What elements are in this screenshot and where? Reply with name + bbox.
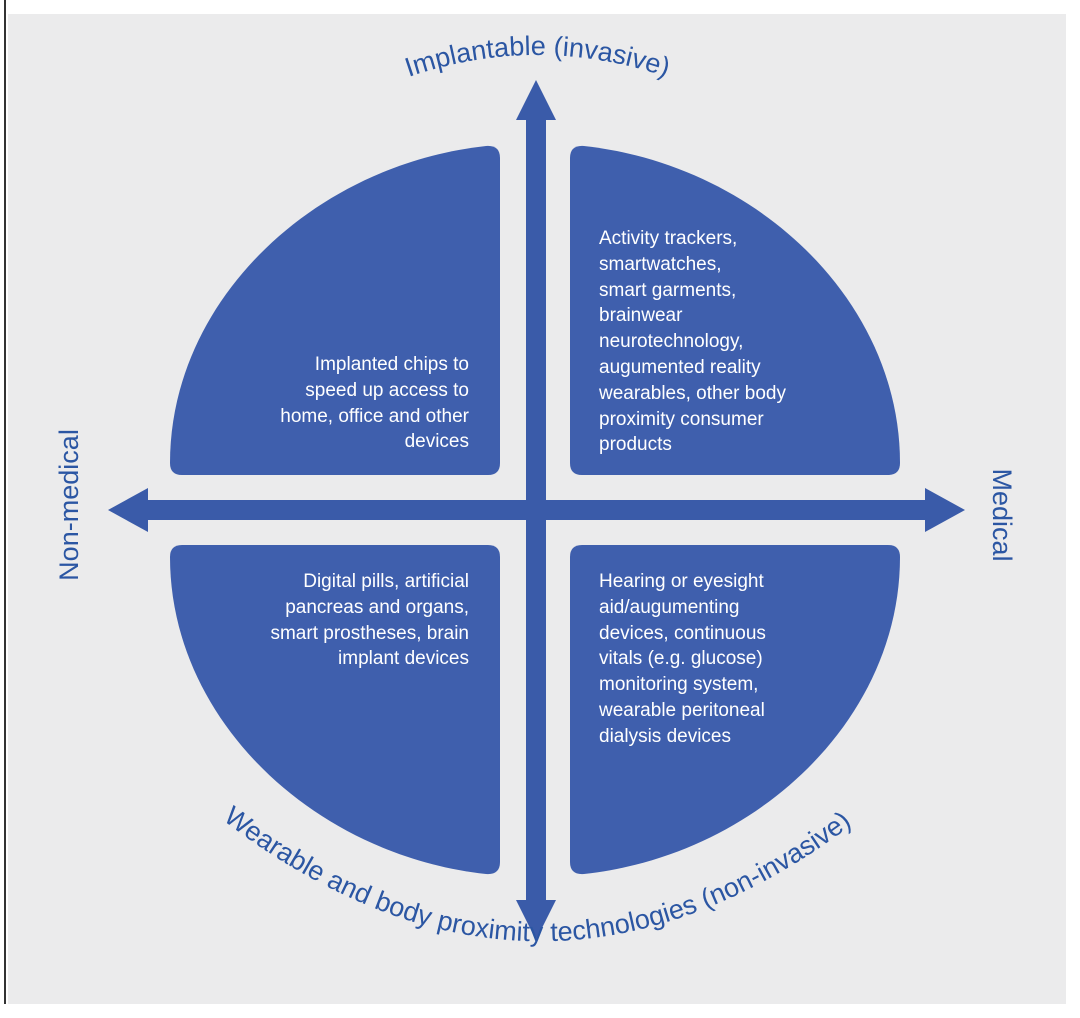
quadrant-text-line: smartwatches, xyxy=(599,253,722,275)
quadrant-text-line: smart garments, xyxy=(599,279,737,301)
quadrant-text-line: pancreas and organs, xyxy=(285,596,469,618)
quadrant-text-top-left: Implanted chips to speed up access to home… xyxy=(280,352,469,455)
quadrant-text-line: augumented reality xyxy=(599,356,761,378)
quadrant-text-line: smart prostheses, brain xyxy=(270,622,469,644)
quadrant-bottom-right xyxy=(570,545,900,875)
quadrant-text-line: wearable peritoneal xyxy=(599,699,765,721)
quadrant-text-line: Implanted chips to xyxy=(314,354,469,375)
quadrant-text-line: Hearing or eyesight xyxy=(599,571,764,592)
quadrant-text-top-right: Activity trackers, smartwatches, smart gar… xyxy=(599,226,786,458)
quadrant-text-line: proximity consumer xyxy=(599,408,764,430)
quadrant-top-left xyxy=(170,145,500,475)
quadrant-text-line: aid/augumenting xyxy=(599,596,740,618)
quadrant-text-line: vitals (e.g. glucose) xyxy=(599,648,763,670)
quadrant-top-right xyxy=(570,145,900,475)
quadrant-text-line: brainwear xyxy=(599,305,683,327)
axis-label-left: Non-medical xyxy=(54,429,84,581)
arrow-up xyxy=(516,80,556,120)
quadrant-text-line: products xyxy=(599,434,672,456)
quadrant-text-line: implant devices xyxy=(338,648,469,670)
quadrant-text-line: devices xyxy=(404,431,469,453)
quadrant-text-line: devices, continuous xyxy=(599,622,766,644)
quadrant-text-line: neurotechnology, xyxy=(599,331,744,353)
arrow-down xyxy=(516,900,556,940)
quadrant-text-line: Digital pills, artificial xyxy=(303,571,469,592)
quadrant-text-line: monitoring system, xyxy=(599,674,759,696)
quadrant-text-line: dialysis devices xyxy=(599,725,731,747)
quadrant-text-bottom-right: Hearing or eyesight aid/augumenting device… xyxy=(599,569,766,750)
quadrant-text-bottom-left: Digital pills, artificial pancreas and or… xyxy=(270,569,469,672)
quadrant-text-line: Activity trackers, xyxy=(599,228,738,249)
quadrant-text-line: wearables, other body xyxy=(599,382,786,404)
arrow-left xyxy=(108,488,148,532)
axis-label-right: Medical xyxy=(987,468,1017,561)
quadrant-text-line: speed up access to xyxy=(305,379,469,401)
horizontal-axis-shaft xyxy=(140,500,932,520)
quadrant-bottom-left xyxy=(170,545,500,875)
arrow-right xyxy=(925,488,965,532)
quadrant-text-line: home, office and other xyxy=(280,405,469,427)
